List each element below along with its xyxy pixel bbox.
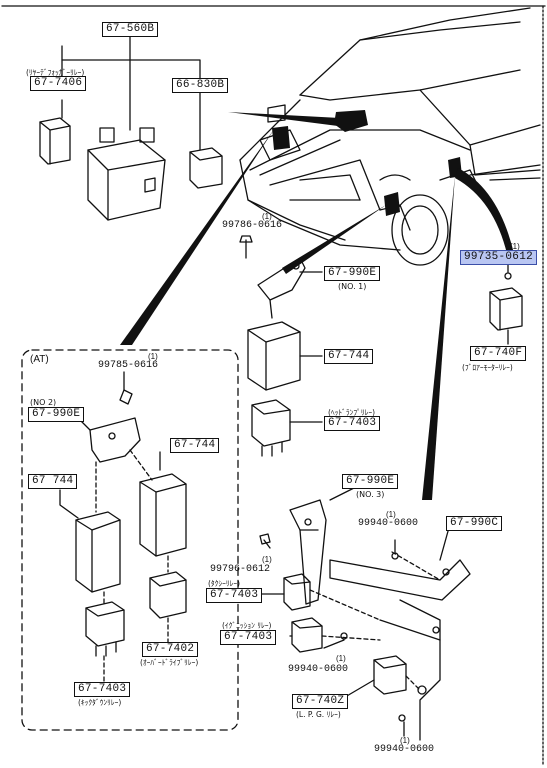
- qty-99785: (1): [148, 352, 158, 361]
- note-67-7403-b: (ﾀｸｼｰﾘﾚｰ): [208, 579, 241, 588]
- junction-box: [87, 127, 166, 221]
- note-no2: (NO 2): [30, 398, 57, 407]
- part-67-990e-no1[interactable]: 67-990E: [324, 266, 381, 281]
- note-no3: (NO. 3): [356, 490, 385, 499]
- relay-67-7403-at: [85, 601, 125, 657]
- qty-99786: (1): [262, 212, 272, 221]
- qty-99735: (1): [510, 242, 520, 251]
- bracket-67-990c: [329, 559, 471, 741]
- relay-67-740f: [489, 272, 523, 331]
- part-67-740z[interactable]: 67-740Z: [292, 694, 349, 709]
- qty-99940-a: (1): [386, 510, 396, 519]
- qty-99940-c: (1): [400, 736, 410, 745]
- relay-67-7403-c: [291, 617, 323, 653]
- relay-markers: [272, 110, 462, 216]
- bolt-99796-0612[interactable]: 99796-0612: [210, 564, 271, 575]
- bolt-99786-0616[interactable]: 99786-0616: [222, 220, 283, 231]
- relay-67-7406: [39, 117, 71, 165]
- note-67-7403-c: (ｲｸﾞﾆｯｼｮﾝ ﾘﾚｰ): [222, 621, 272, 630]
- relay-67-7403-b: [283, 573, 311, 611]
- part-67-990c[interactable]: 67-990C: [446, 516, 503, 531]
- note-67-7403-main: (ﾍｯﾄﾞﾗﾝﾌﾟﾘﾚｰ): [328, 408, 376, 417]
- part-67-990e-at[interactable]: 67-990E: [28, 407, 85, 422]
- relay-67-744-at-a: [139, 473, 187, 557]
- part-67-7406[interactable]: 67-7406: [30, 76, 87, 91]
- relay-67-744-main: [247, 321, 301, 391]
- note-67-7403-at: (ｷｯｸﾀﾞｳﾝﾘﾚｰ): [78, 698, 122, 707]
- part-67-740f[interactable]: 67-740F: [470, 346, 527, 361]
- at-variant-box: [21, 349, 239, 731]
- part-67-7402[interactable]: 67-7402: [142, 642, 199, 657]
- part-66-830b[interactable]: 66-830B: [172, 78, 229, 93]
- part-67-990e-no3[interactable]: 67-990E: [342, 474, 399, 489]
- note-67-740f: (ﾌﾞﾛｱｰﾓｰﾀｰﾘﾚｰ): [462, 363, 513, 372]
- bracket-67-990e-no3: [289, 499, 327, 605]
- bracket-67-990e-at: [89, 417, 141, 463]
- bolt-99785-0616[interactable]: 99785-0616: [98, 360, 159, 371]
- relay-67-744-at-b: [75, 511, 121, 593]
- relay-67-740z: [373, 655, 407, 695]
- bolt-99940-0600-c[interactable]: 99940-0600: [374, 744, 435, 755]
- relay-66-830b: [189, 147, 223, 189]
- note-67-740z: (L. P. G. ﾘﾚｰ): [296, 710, 341, 719]
- relay-67-7403-main: [251, 399, 291, 457]
- pointer-wedges: [120, 112, 515, 500]
- part-67-7403-main[interactable]: 67-7403: [324, 416, 381, 431]
- part-67-744-at-a[interactable]: 67-744: [170, 438, 220, 453]
- bolt-99940-0600-a[interactable]: 99940-0600: [358, 518, 419, 529]
- at-label: (AT): [30, 354, 49, 365]
- bracket-67-990e-no1: [257, 257, 306, 319]
- bolt-at: [119, 389, 133, 405]
- part-67-7403-b[interactable]: 67-7403: [206, 588, 263, 603]
- part-67-744-main[interactable]: 67-744: [324, 349, 374, 364]
- qty-99940-b: (1): [336, 654, 346, 663]
- note-67-7402: (ｵｰﾊﾞｰﾄﾞﾗｲﾌﾞﾘﾚｰ): [140, 658, 199, 667]
- note-67-7406: (ﾘﾔｰﾃﾞﾌｫｯｶﾞｰﾘﾚｰ): [26, 68, 85, 77]
- relay-67-7402: [149, 571, 187, 619]
- bolt-99940-0600-b[interactable]: 99940-0600: [288, 664, 349, 675]
- qty-99796: (1): [262, 555, 272, 564]
- part-67-7403-at[interactable]: 67-7403: [74, 682, 131, 697]
- part-67-560b[interactable]: 67-560B: [102, 22, 159, 37]
- part-99735-0612[interactable]: 99735-0612: [460, 250, 538, 265]
- part-67-744-at-b[interactable]: 67 744: [28, 474, 78, 489]
- note-no1: (NO. 1): [338, 282, 367, 291]
- part-67-7403-c[interactable]: 67-7403: [220, 630, 277, 645]
